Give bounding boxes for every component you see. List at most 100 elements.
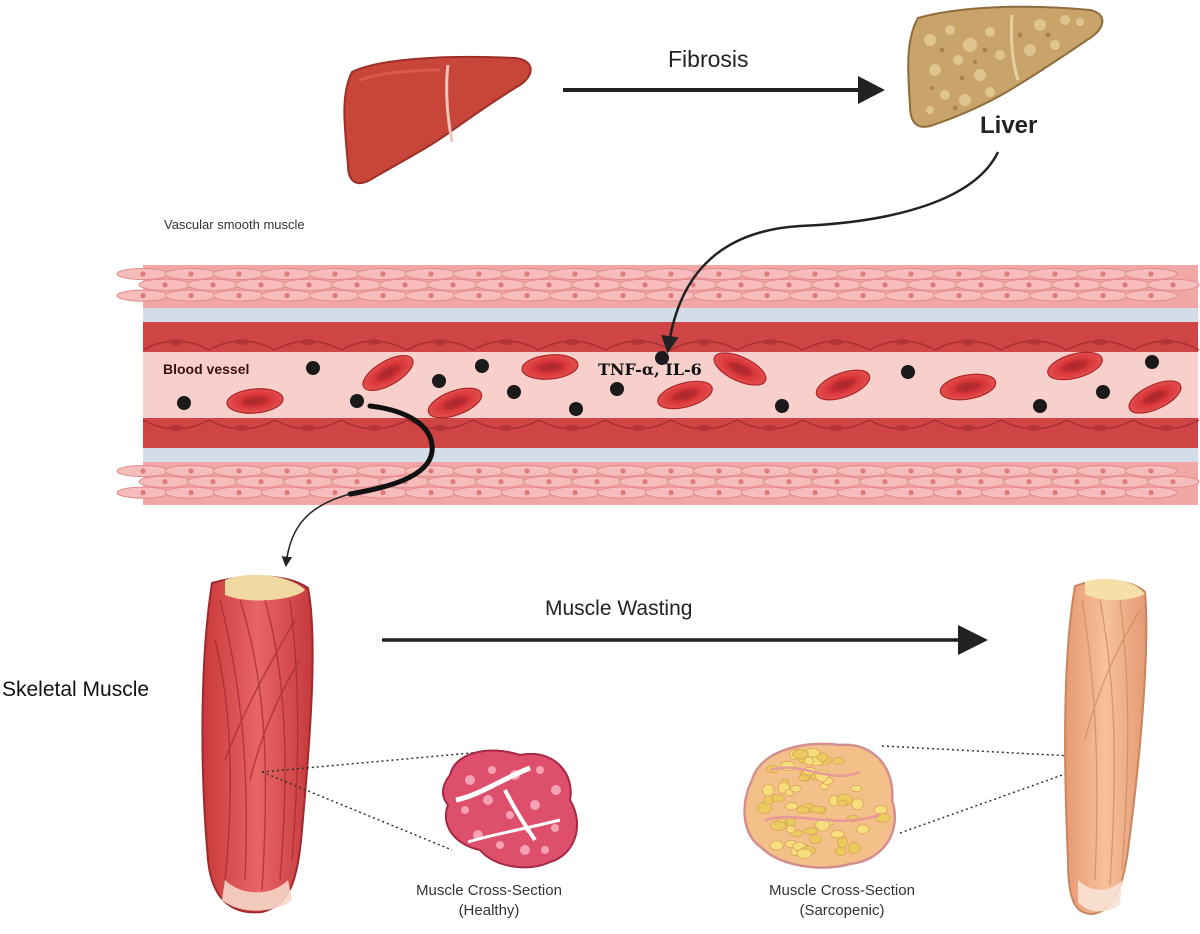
smooth-muscle-nucleus [908,468,914,474]
smooth-muscle-nucleus [572,271,578,277]
smooth-muscle-nucleus [1100,271,1106,277]
skeletal-muscle-label: Skeletal Muscle [2,678,150,701]
fat-cell [830,829,845,839]
smooth-muscle-nucleus [476,293,482,299]
smooth-muscle-nucleus [428,490,434,496]
endothelial-nucleus [301,425,315,431]
smooth-muscle-nucleus [716,490,722,496]
endothelial-nucleus [235,425,249,431]
smooth-muscle-nucleus [1148,468,1154,474]
fibrotic-liver [907,5,1104,128]
smooth-muscle-nucleus [140,271,146,277]
smooth-muscle-nucleus [1052,271,1058,277]
red-blood-cell-center [242,396,268,406]
smooth-muscle-nucleus [284,271,290,277]
smooth-muscle-nucleus [956,293,962,299]
fat-cell [847,842,861,855]
smooth-muscle-nucleus [1100,490,1106,496]
smooth-muscle-nucleus [882,479,888,485]
fat-cell [809,834,822,844]
fat-cell [769,840,784,851]
smooth-muscle-nucleus [236,490,242,496]
smooth-muscle-nucleus [1052,468,1058,474]
fat-cell [803,756,814,766]
smooth-muscle-nucleus [786,479,792,485]
endothelial-nucleus [895,425,909,431]
smooth-muscle-nucleus [620,490,626,496]
smooth-muscle-nucleus [140,468,146,474]
liver-to-vessel-arrow [661,151,1000,354]
smooth-muscle-nucleus [354,479,360,485]
healthy-zoom-line-top [261,751,483,773]
smooth-muscle-nucleus [1052,490,1058,496]
smooth-muscle-nucleus [812,271,818,277]
fat-cell [785,825,796,834]
fat-cell [784,802,799,811]
smooth-muscle-nucleus [764,468,770,474]
smooth-muscle-nucleus [210,282,216,288]
cytokine-dot [569,402,583,416]
smooth-muscle-nucleus [812,490,818,496]
cytokine-particles [177,351,1159,416]
sarcopenic-skeletal-muscle [1063,578,1148,916]
red-blood-cell-center [537,362,563,372]
endothelial-nucleus [895,339,909,345]
endothelial-nucleus [433,339,447,345]
smooth-muscle-nucleus [978,282,984,288]
smooth-muscle-nucleus [140,293,146,299]
smooth-muscle-nucleus [546,479,552,485]
smooth-muscle-nucleus [786,282,792,288]
smooth-muscle-nucleus [860,468,866,474]
smooth-muscle-nucleus [716,271,722,277]
red-blood-cell [815,369,871,401]
cytokine-dot [901,365,915,379]
cytokine-dot [775,399,789,413]
smooth-muscle-nucleus [1026,479,1032,485]
endothelial-nucleus [697,339,711,345]
smooth-muscle-nucleus [956,468,962,474]
smooth-muscle-nucleus [284,490,290,496]
red-blood-cell [427,387,483,419]
smooth-muscle-nucleus [476,490,482,496]
smooth-muscle-nucleus [524,490,530,496]
smooth-muscle-nucleus [476,271,482,277]
smooth-muscle-nucleus [1122,282,1128,288]
endothelial-nucleus [169,425,183,431]
smooth-muscle-nucleus [930,282,936,288]
healthy-cross-section-caption: Muscle Cross-Section (Healthy) [379,881,599,921]
muscle-wasting-arrowhead [958,625,988,655]
smooth-muscle-nucleus [332,271,338,277]
smooth-muscle-nucleus [930,479,936,485]
smooth-muscle-nucleus [620,271,626,277]
smooth-muscle-nucleus [1170,282,1176,288]
smooth-muscle-nucleus [690,282,696,288]
smooth-muscle-nucleus [402,282,408,288]
fat-cell [837,836,848,849]
smooth-muscle-nucleus [738,282,744,288]
red-blood-cell [226,388,284,414]
smooth-muscle-nucleus [690,479,696,485]
smooth-muscle-nucleus [642,479,648,485]
endothelial-nucleus [499,339,513,345]
smooth-muscle-nucleus [668,271,674,277]
fat-cell [796,848,812,859]
cytokine-dot [432,374,446,388]
endothelial-nucleus [433,425,447,431]
fat-cell [856,824,870,835]
smooth-muscle-nucleus [258,479,264,485]
red-blood-cell [1047,351,1103,381]
cytokine-dot [350,394,364,408]
red-blood-cell-center [1062,360,1088,372]
smooth-muscle-nucleus [620,468,626,474]
fat-cell [809,805,826,814]
smooth-muscle-nucleus [812,468,818,474]
endothelial-nucleus [565,425,579,431]
smooth-muscle-nucleus [546,282,552,288]
smooth-muscle-nucleus [428,271,434,277]
smooth-muscle-nucleus [594,282,600,288]
fibrosis-label: Fibrosis [668,46,749,72]
smooth-muscle-nucleus [162,282,168,288]
smooth-muscle-nucleus [572,490,578,496]
